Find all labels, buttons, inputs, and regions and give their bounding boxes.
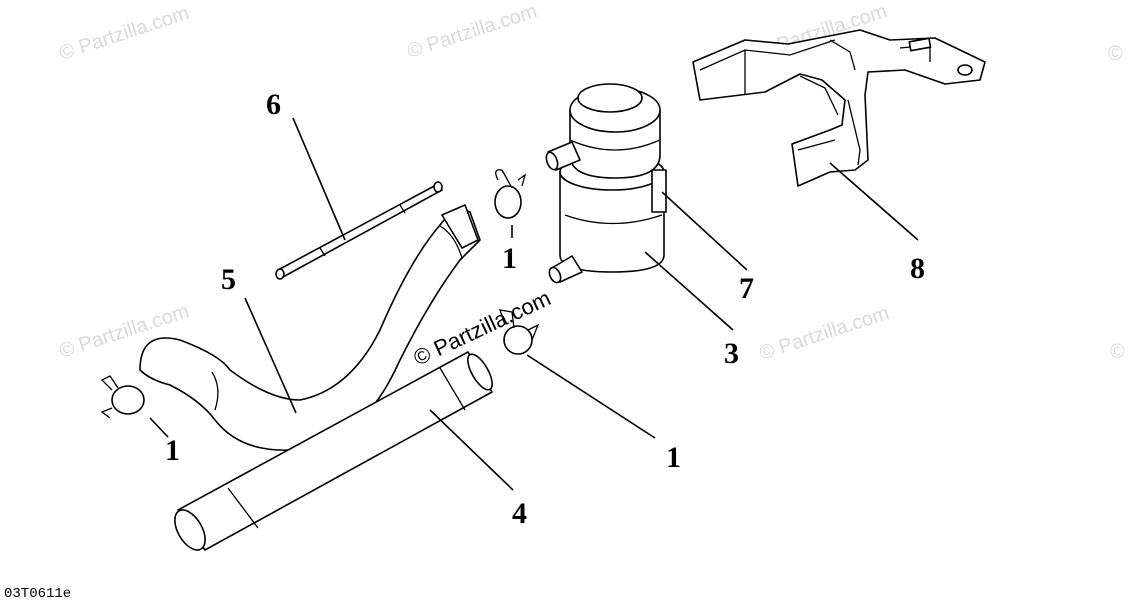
watermark: © Partzilla.com (405, 0, 540, 63)
bracket-part-8 (692, 29, 986, 187)
clip-part-1-lower (499, 309, 540, 355)
hose-part-5 (139, 204, 481, 451)
callout-7: 7 (739, 272, 754, 305)
leader-lines (149, 117, 919, 491)
hose-part-4 (174, 351, 493, 551)
callout-3: 3 (724, 337, 739, 370)
drawing-code: 03T0611e (4, 586, 72, 602)
clip-part-1-upper (494, 169, 527, 219)
callout-1-lower: 1 (666, 441, 681, 474)
canister-part-3 (545, 83, 667, 284)
rod-part-6 (275, 181, 443, 280)
callout-6: 6 (266, 88, 281, 121)
callout-4: 4 (512, 497, 527, 530)
watermark: © Partzilla.com (757, 302, 892, 365)
callout-5: 5 (221, 263, 236, 296)
callout-8: 8 (910, 252, 925, 285)
watermark: © Partzilla.com (57, 2, 192, 65)
clip-part-1-left (100, 375, 145, 419)
callout-1-upper: 1 (502, 242, 517, 275)
callout-1-left: 1 (165, 434, 180, 467)
watermark: © (1108, 43, 1123, 65)
watermark: © (1110, 341, 1125, 363)
